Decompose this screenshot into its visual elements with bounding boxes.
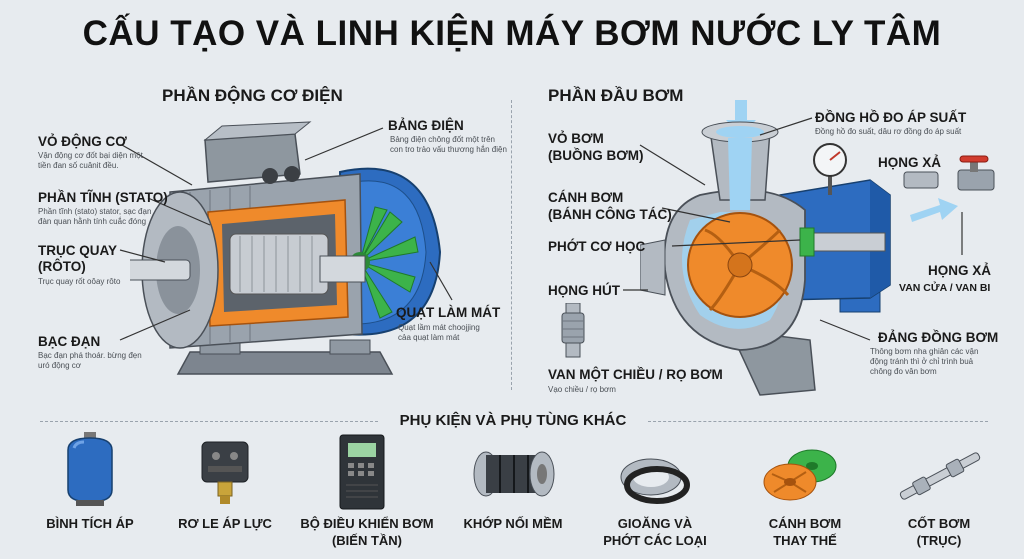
pump-base-label: ĐẢNG ĐỒNG BƠM — [878, 330, 999, 345]
pump-housing-label-1: VỎ BƠM — [548, 131, 604, 146]
pump-base-desc-1: Thông bơm nha ghiân các vận — [870, 347, 979, 356]
mechanical-seal-label: PHỚT CƠ HỌC — [548, 239, 646, 254]
pump-section-heading: PHẦN ĐẦU BƠM — [548, 86, 684, 105]
pump-base-desc-3: chông đo vân bơm — [870, 367, 937, 376]
electric-motor-cutaway — [130, 121, 442, 375]
cooling-fan-desc-1: Quạt lầm mát choojjing — [398, 323, 480, 332]
rotor-label-2: (RÔTO) — [38, 259, 86, 274]
pump-head-cutaway — [640, 100, 891, 396]
discharge-valve-illustration — [903, 155, 995, 191]
accessory-label-controller: BỘ ĐIỀU KHIỂN BƠM(BIẾN TẦN) — [300, 516, 434, 548]
motor-casing-label: VỎ ĐỘNG CƠ — [38, 134, 127, 149]
accessories-heading: PHỤ KIỆN VÀ PHỤ TÙNG KHÁC — [399, 412, 627, 429]
pump-base-desc-2: động tránh thì ở chỉ trình buả — [870, 357, 974, 366]
stator-desc-2: đàn quan hằnh tính cuắc đóng — [38, 217, 147, 226]
motor-casing-desc-1: Vận động cơ đốt bại diện một — [38, 151, 143, 160]
cooling-fan-desc-2: cảa quạt làm mát — [398, 333, 460, 342]
cooling-fan-label: QUẠT LÀM MÁT — [396, 305, 501, 320]
stator-label: PHẦN TĨNH (STATO) — [38, 190, 168, 205]
accessory-label-shaft: CỐT BƠM(TRỤC) — [907, 516, 971, 548]
page-title: CẤU TẠO VÀ LINH KIỆN MÁY BƠM NƯỚC LY TÂM — [82, 14, 942, 53]
terminal-box-label: BẢNG ĐIỆN — [388, 118, 464, 133]
flexible-coupling-icon — [473, 451, 555, 497]
terminal-box-desc-1: Bảng điện chông đốt một trên — [390, 135, 495, 144]
stator-desc-1: Phần tĩnh (stato) stator, sạc đạn — [38, 207, 152, 216]
impeller-label-2: (BÁNH CÔNG TÁC) — [548, 207, 672, 222]
bearing-desc-1: Bạc đạn phá thoár. bừng đẹn — [38, 351, 142, 360]
bearing-label: BẠC ĐẠN — [38, 334, 101, 349]
section-divider — [511, 100, 512, 390]
accessory-label-pressure-switch: RƠ LE ÁP LỰC — [178, 516, 272, 531]
pressure-gauge-label: ĐỒNG HỒ ĐO ÁP SUẤT — [815, 110, 967, 125]
bearing-desc-2: uró động cơ — [38, 361, 82, 370]
pump-shaft-icon — [899, 452, 981, 500]
pressure-tank-icon — [67, 432, 113, 506]
rotor-desc-1: Trục quay rốt oôay rôto — [38, 277, 121, 286]
replacement-impeller-icon — [763, 449, 837, 501]
check-valve-illustration — [561, 303, 585, 358]
accessories-divider-right — [648, 421, 988, 422]
discharge-label: HỌNG XẢ — [928, 263, 992, 278]
inverter-icon — [339, 434, 385, 510]
accessory-label-coupling: KHỚP NỐI MỀM — [463, 516, 563, 531]
pump-housing-label-2: (BUỒNG BƠM) — [548, 148, 644, 163]
suction-nozzle-label: HỌNG HÚT — [548, 283, 620, 298]
pressure-switch-icon — [201, 441, 249, 504]
check-valve-desc-1: Vạo chiều / rọ bơm — [548, 385, 616, 394]
impeller-label-1: CÁNH BƠM — [548, 190, 624, 205]
rotor-label-1: TRỤC QUAY — [38, 243, 118, 258]
check-valve-label: VAN MỘT CHIỀU / RỌ BƠM — [548, 367, 723, 382]
accessories-divider-left — [40, 421, 378, 422]
motor-section-heading: PHẦN ĐỘNG CƠ ĐIỆN — [162, 86, 343, 105]
pressure-gauge-desc-1: Đồng hồ đo suất, dâu rơ đồng đo áp suất — [815, 127, 962, 136]
accessory-label-pressure-tank: BÌNH TÍCH ÁP — [46, 516, 134, 531]
motor-casing-desc-2: tiền đan số cuânit đều. — [38, 161, 119, 170]
discharge-valve-sublabel: VAN CỬA / VAN BI — [899, 282, 991, 294]
terminal-box-desc-2: con tro trảo vấu thương hắn điện — [390, 145, 507, 154]
gaskets-seals-icon — [620, 458, 690, 504]
discharge-top-label: HỌNG XẢ — [878, 155, 942, 170]
